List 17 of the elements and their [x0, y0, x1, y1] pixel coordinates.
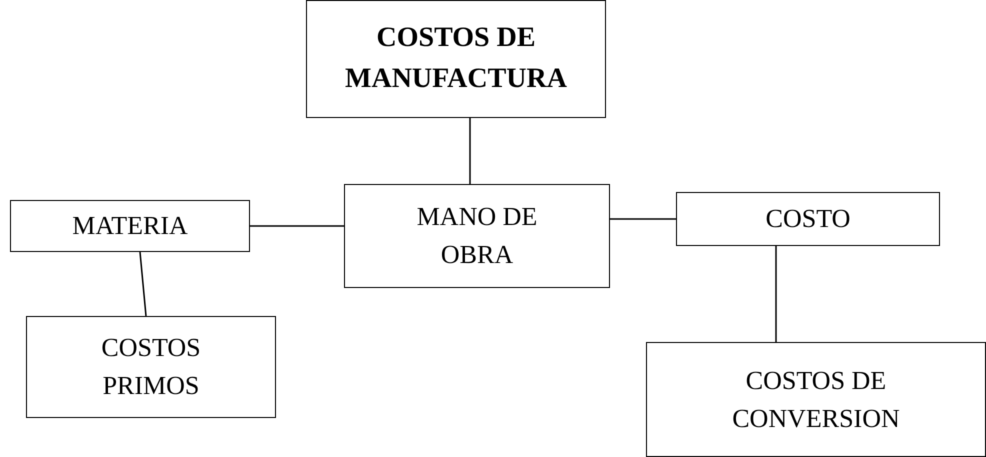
text-box [646, 342, 986, 457]
text-box [676, 192, 940, 246]
node-label: COSTOS DE CONVERSION [731, 364, 901, 434]
text-box [306, 0, 606, 118]
connector-line [139, 252, 147, 316]
connector-line [469, 118, 471, 184]
node-label: COSTOS PRIMOS [100, 332, 202, 402]
text-box [26, 316, 276, 418]
node-label: COSTO [766, 203, 850, 236]
connector-line [250, 225, 344, 227]
text-box [10, 200, 250, 252]
connector-line [775, 246, 777, 342]
node-label: MATERIA [72, 210, 188, 242]
node-label: COSTOS DE MANUFACTURA [344, 21, 568, 96]
text-box [344, 184, 610, 288]
node-label: MANO DE OBRA [416, 201, 538, 271]
connector-line [610, 218, 676, 220]
